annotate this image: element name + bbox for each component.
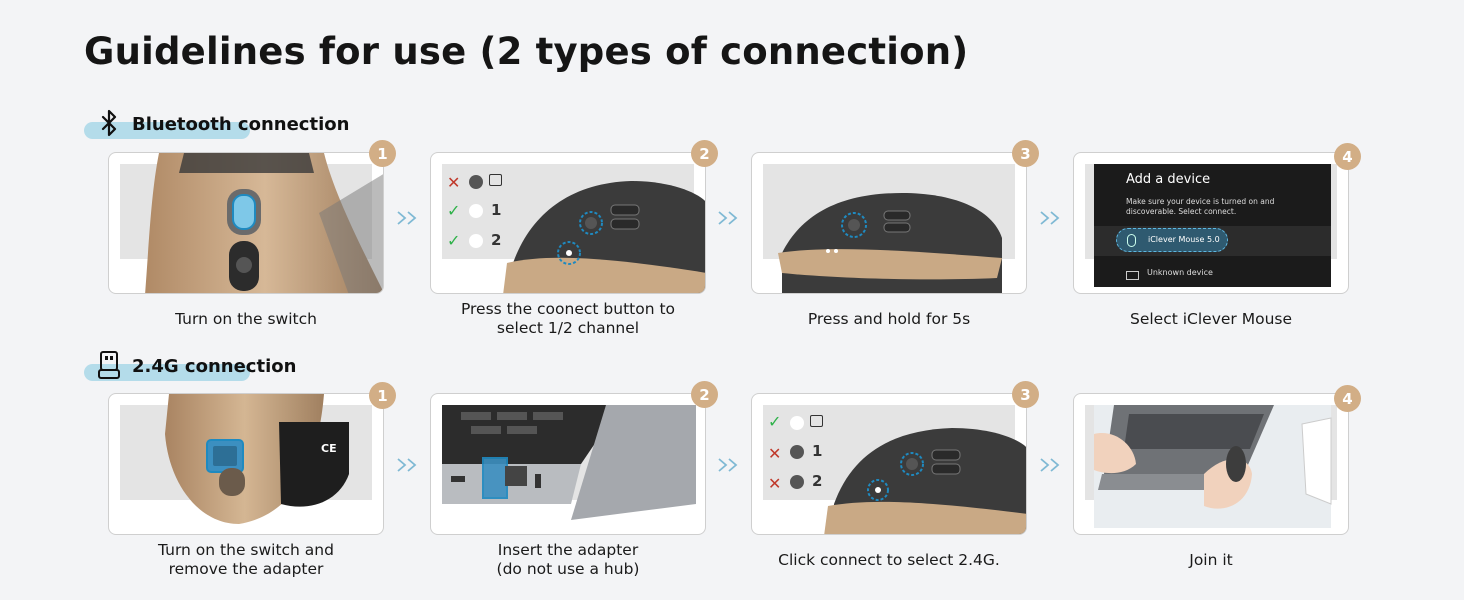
step-caption: Turn on the switch and remove the adapte… (108, 541, 384, 579)
mouse-side-illustration (778, 193, 1002, 293)
step-number-badge: 3 (1012, 140, 1039, 167)
chevron-right-icon (396, 210, 422, 226)
mouse-bottom-illustration (165, 394, 349, 524)
laptop-adapter-illustration (442, 405, 696, 520)
step-number-badge: 3 (1012, 381, 1039, 408)
mouse-side-illustration (503, 181, 705, 293)
bt-step1-card (108, 152, 384, 294)
device-name: iClever Mouse 5.0 (1148, 235, 1220, 244)
cross-icon: ✕ (768, 474, 782, 493)
bt-step4-card: Add a device Make sure your device is tu… (1073, 152, 1349, 294)
step-caption: Press the coonect button to select 1/2 c… (430, 300, 706, 338)
channel-legend: ✕ ✓ 1 ✓ 2 (447, 171, 507, 261)
row-selected: ✓ (768, 412, 828, 442)
cross-icon: ✕ (768, 444, 782, 463)
step-number-badge: 2 (691, 140, 718, 167)
caption-line: select 1/2 channel (496, 319, 640, 337)
channel-number: 1 (491, 201, 502, 219)
row-channel-1: ✓ 1 (447, 201, 507, 231)
chevron-right-icon (1039, 210, 1065, 226)
step-number-badge: 1 (369, 382, 396, 409)
laptop-icon (489, 174, 502, 186)
step-caption: Press and hold for 5s (807, 310, 971, 328)
step-caption: Join it (1189, 551, 1233, 569)
desk-photo-illustration (1094, 405, 1332, 528)
row-channel-1: ✕ 1 (768, 442, 828, 472)
label-highlight (84, 364, 250, 381)
step-number-badge: 4 (1334, 143, 1361, 170)
step-number-badge: 4 (1334, 385, 1361, 412)
label-highlight (84, 122, 250, 139)
row-channel-2: ✓ 2 (447, 231, 507, 261)
chevron-right-icon (1039, 457, 1065, 473)
cross-icon: ✕ (447, 173, 461, 192)
caption-line: Turn on the switch and (158, 541, 334, 559)
bluetooth-label: Bluetooth connection (132, 114, 350, 135)
screen-note: Make sure your device is turned on and d… (1126, 197, 1275, 216)
dark-dot-icon (790, 445, 804, 459)
check-icon: ✓ (447, 231, 461, 250)
channel-number: 2 (491, 231, 502, 249)
white-dot-icon (790, 416, 804, 430)
mouse-icon (1127, 234, 1136, 247)
g24-section-label: 2.4G connection (84, 350, 344, 382)
check-icon: ✓ (447, 201, 461, 220)
caption-line: Press the coonect button to (460, 300, 676, 318)
check-icon: ✓ (768, 412, 782, 431)
chevron-right-icon (717, 457, 743, 473)
caption-line: Insert the adapter (497, 541, 639, 559)
bt-step3-card (751, 152, 1027, 294)
caption-line: (do not use a hub) (496, 560, 640, 578)
channel-number: 1 (812, 442, 823, 460)
row-channel-2: ✕ 2 (768, 472, 828, 502)
white-dot-icon (469, 234, 483, 248)
ce-mark: CE (321, 442, 337, 455)
laptop-icon (810, 415, 823, 427)
channel-number: 2 (812, 472, 823, 490)
screen-heading: Add a device (1126, 172, 1211, 187)
unknown-device-label: Unknown device (1147, 268, 1213, 277)
step-caption: Select iClever Mouse (1129, 310, 1293, 328)
caption-line: remove the adapter (168, 560, 324, 578)
mouse-side-illustration (824, 428, 1026, 534)
white-dot-icon (469, 204, 483, 218)
add-device-screen: Add a device Make sure your device is tu… (1094, 164, 1331, 287)
step-caption: Turn on the switch (175, 310, 317, 328)
g24-step1-card: CE (108, 393, 384, 535)
g24-step4-card (1073, 393, 1349, 535)
page-title: Guidelines for use (2 types of connectio… (84, 30, 969, 73)
bt-step2-card: ✕ ✓ 1 ✓ 2 (430, 152, 706, 294)
g24-step2-card (430, 393, 706, 535)
bluetooth-section-label: Bluetooth connection (84, 108, 364, 140)
step-number-badge: 2 (691, 381, 718, 408)
step-number-badge: 1 (369, 140, 396, 167)
dark-dot-icon (790, 475, 804, 489)
row-off: ✕ (447, 171, 507, 201)
usb-adapter-icon (96, 350, 122, 382)
chevron-right-icon (396, 457, 422, 473)
g24-step3-card: ✓ ✕ 1 ✕ 2 (751, 393, 1027, 535)
device-highlight[interactable]: iClever Mouse 5.0 (1116, 228, 1228, 252)
dark-dot-icon (469, 175, 483, 189)
channel-legend: ✓ ✕ 1 ✕ 2 (768, 412, 828, 502)
g24-label: 2.4G connection (132, 356, 297, 377)
bluetooth-icon (96, 108, 122, 140)
step-caption: Click connect to select 2.4G. (778, 551, 1000, 569)
mouse-bottom-illustration (145, 153, 383, 293)
chevron-right-icon (717, 210, 743, 226)
unknown-device-icon (1126, 271, 1139, 280)
step-caption: Insert the adapter (do not use a hub) (430, 541, 706, 579)
